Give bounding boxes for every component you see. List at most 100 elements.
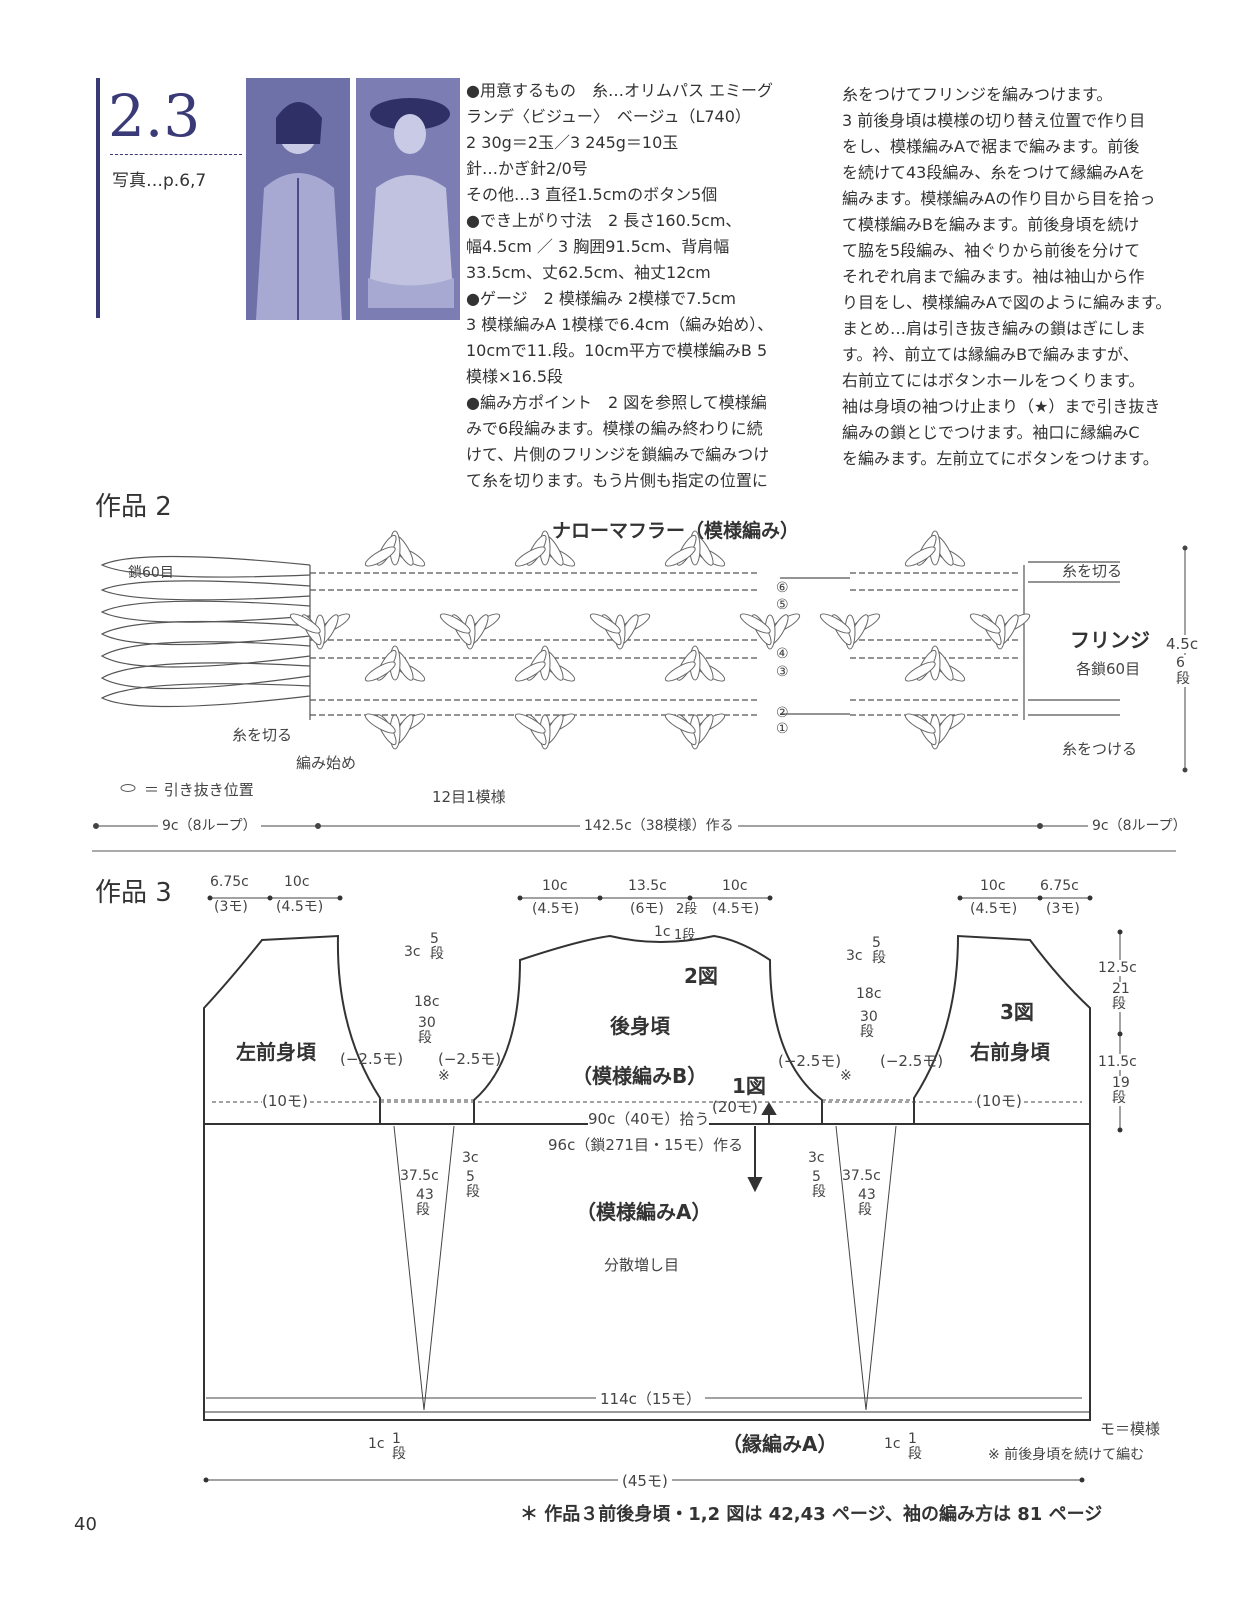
top-center-dim: (4.5モ)	[712, 901, 760, 917]
materials-line: 3 模様編みA 1模様で6.4cm（編み始め）、	[466, 315, 774, 334]
right-dim-c: 37.5c	[842, 1168, 881, 1184]
instructions-line: 右前立てにはボタンホールをつくります。	[842, 371, 1145, 390]
instructions-line: をし、模様編みAで裾まで編みます。前後	[842, 137, 1140, 156]
cut-yarn-left-label: 糸を切る	[232, 726, 293, 744]
legend-note: ※ 前後身頃を続けて編む	[988, 1447, 1145, 1463]
legend-mo: モ＝模様	[1100, 1420, 1161, 1438]
top-center-dim: 2段	[676, 902, 698, 917]
scarf-height-rows: 6段	[1176, 655, 1190, 687]
instructions-line: それぞれ肩まで編みます。袖は袖山から作	[842, 267, 1145, 286]
materials-line: 幅4.5cm ／ 3 胸囲91.5cm、背肩幅	[466, 237, 730, 256]
right-dim-b: 18c	[856, 986, 882, 1002]
photo-vest-figure	[356, 78, 460, 320]
dim-right: 9c（8ループ）	[1088, 815, 1191, 835]
flower-motif	[289, 613, 351, 650]
materials-line: 2 30g＝2玉／3 245g＝10玉	[466, 133, 679, 152]
flower-motif	[364, 645, 426, 682]
petal	[664, 546, 696, 567]
materials-line: ●編み方ポイント 2 図を参照して模様編	[466, 393, 767, 412]
materials-text: ●用意するもの 糸…オリムパス エミーグ ランデ〈ビジュー〉 ベージュ（L740…	[466, 78, 773, 494]
pattern-b-label: （模様編みB）	[572, 1064, 708, 1088]
petal	[664, 713, 696, 734]
attach-yarn-label: 糸をつける	[1062, 740, 1138, 758]
direction-arrows	[747, 1102, 777, 1193]
instructions-line: す。衿、前立ては縁編みBで編みますが、	[842, 345, 1139, 364]
flower-motif	[904, 530, 966, 567]
left-dim-c-rows: 43段	[416, 1187, 434, 1218]
petal	[514, 546, 546, 567]
edging-label: （縁編みA）	[722, 1432, 838, 1456]
flower-motif	[364, 530, 426, 567]
right-dim-d: 3c	[808, 1150, 825, 1166]
hem-width-label: 114c（15モ）	[596, 1388, 705, 1409]
top-right-dim: 6.75c	[1040, 878, 1079, 894]
right-edge-dim: 11.5c	[1098, 1054, 1137, 1070]
right-dim-a: 3c	[846, 948, 863, 964]
total-width-label: (45モ)	[618, 1470, 672, 1491]
petal	[819, 613, 851, 634]
petal	[739, 613, 771, 634]
instructions-line: を編みます。左前立てにボタンをつけます。	[842, 449, 1159, 468]
petal	[904, 546, 936, 567]
right-fig-label: 3図	[1000, 1000, 1034, 1024]
right-dim-c-rows: 43段	[858, 1187, 876, 1218]
left-dim-b-rows: 30段	[418, 1015, 436, 1046]
right-front-label: 右前身頃	[970, 1040, 1050, 1064]
right-dim-e: 1c	[884, 1436, 901, 1452]
back-fig-label: 2図	[684, 964, 718, 988]
instructions-line: 編みの鎖とじでつけます。袖口に縁編みC	[842, 423, 1140, 442]
scarf-height-label: 4.5c	[1166, 635, 1199, 653]
flower-motifs	[289, 530, 1031, 750]
left-front-label: 左前身頃	[236, 1040, 316, 1064]
chain60-label: 鎖60目	[128, 565, 174, 581]
instructions-line: て模様編みBを編みます。前後身頃を続け	[842, 215, 1140, 234]
top-center-dim: 10c	[542, 878, 568, 894]
right-dim-b-rows: 30段	[860, 1009, 878, 1040]
materials-line: ●ゲージ 2 模様編み 2模様で7.5cm	[466, 289, 737, 308]
materials-line: ランデ〈ビジュー〉 ベージュ（L740）	[466, 107, 751, 126]
right-dim-e-rows: 1段	[908, 1431, 922, 1462]
instructions-line: を続けて43段編み、糸をつけて縁編みAを	[842, 163, 1146, 182]
row-number: ⑤	[776, 597, 789, 613]
row-number: ①	[776, 721, 789, 737]
flower-motif	[969, 613, 1031, 650]
instructions-line: て脇を5段編み、袖ぐりから前後を分けて	[842, 241, 1141, 260]
petal	[514, 661, 546, 682]
right-gore	[835, 1125, 897, 1411]
flower-motif	[664, 645, 726, 682]
materials-line: 模様×16.5段	[466, 367, 564, 386]
fringe-chain-label: 各鎖60目	[1076, 660, 1141, 678]
fig1-label: 1図	[732, 1074, 766, 1098]
left-dim-e-rows: 1段	[392, 1431, 406, 1462]
flower-motif	[739, 613, 801, 650]
header-divider	[110, 154, 242, 155]
instructions-line: 編みます。模様編みAの作り目から目を拾っ	[842, 189, 1156, 208]
petal	[904, 661, 936, 682]
fringe-right	[1028, 561, 1120, 716]
left-dim-d: 3c	[462, 1150, 479, 1166]
petal	[904, 713, 936, 734]
instructions-line: まとめ…肩は引き抜き編みの鎖はぎにしま	[842, 319, 1147, 338]
flower-motif	[439, 613, 501, 650]
top-center-dim: (6モ)	[630, 901, 664, 917]
instructions-line: り目をし、模様編みAで図のように編みます。	[842, 293, 1172, 312]
scarf-section-title: 作品 2	[95, 492, 172, 522]
instructions-text: 糸をつけてフリンジを編みつけます。 3 前後身頃は模様の切り替え位置で作り目 を…	[842, 82, 1171, 472]
flower-motif	[589, 613, 651, 650]
flower-motif	[514, 713, 576, 750]
materials-line: けて、片側のフリンジを鎖編みで編みつけ	[466, 445, 770, 464]
photo-cardigan-figure	[246, 78, 350, 320]
flower-motif	[514, 645, 576, 682]
fig1-sub: (20モ)	[712, 1098, 758, 1116]
top-center-dim: 10c	[722, 878, 748, 894]
petal	[364, 661, 396, 682]
pattern-a-label: （模様編みA）	[576, 1200, 712, 1224]
instructions-line: 糸をつけてフリンジを編みつけます。	[842, 85, 1113, 104]
photo-reference: 写真…p.6,7	[112, 171, 207, 191]
top-right-dim: (3モ)	[1046, 901, 1080, 917]
left-dim-e: 1c	[368, 1436, 385, 1452]
right-dec2: (−2.5モ)	[880, 1052, 944, 1070]
row-number: ⑥	[776, 580, 789, 596]
top-right-dim: (4.5モ)	[970, 901, 1018, 917]
